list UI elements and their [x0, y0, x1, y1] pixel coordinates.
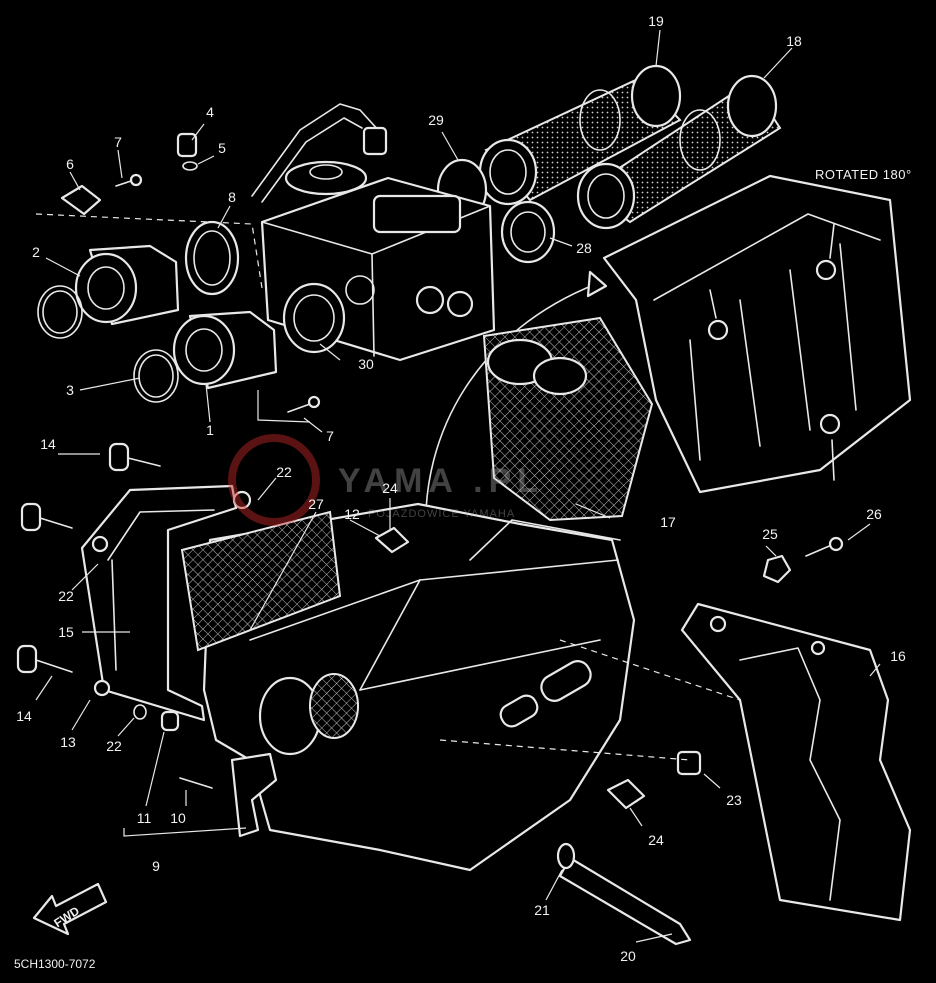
part-label-7b: 7 — [326, 428, 334, 444]
part-label-13: 13 — [60, 734, 76, 750]
carburetor-joint-1 — [172, 310, 278, 390]
collar-25 — [762, 554, 792, 584]
part-label-27: 27 — [308, 496, 324, 512]
part-label-21: 21 — [534, 902, 550, 918]
part-label-28: 28 — [576, 240, 592, 256]
part-label-7: 7 — [114, 134, 122, 150]
part-label-5: 5 — [218, 140, 226, 156]
rotation-arrow — [424, 283, 597, 541]
part-label-3: 3 — [66, 382, 74, 398]
nut-24-upper — [374, 526, 410, 554]
rotated-note: ROTATED 180° — [815, 167, 912, 182]
drain-hose-20 — [558, 856, 692, 946]
catalog-code: 5CH1300-7072 — [14, 957, 96, 971]
part-label-14: 14 — [40, 436, 56, 452]
cap-4 — [176, 132, 198, 158]
part-label-12: 12 — [344, 506, 360, 522]
part-label-11: 11 — [136, 810, 152, 826]
part-label-22b: 22 — [58, 588, 74, 604]
screw-10 — [179, 777, 213, 789]
air-cleaner-case — [180, 502, 636, 872]
intake-duct-18 — [576, 74, 782, 230]
clamp-30 — [282, 282, 346, 354]
part-label-24: 24 — [382, 480, 398, 496]
watermark-text: YAMA .PL — [338, 462, 545, 500]
nut-24-lower — [606, 778, 646, 810]
o-ring-3-upper — [37, 285, 83, 339]
part-label-10: 10 — [170, 810, 186, 826]
part-label-24b: 24 — [648, 832, 664, 848]
part-label-19: 19 — [648, 13, 664, 29]
part-label-6: 6 — [66, 156, 74, 172]
clamp-21 — [556, 842, 576, 870]
watermark-logo — [228, 434, 320, 526]
bolts-14 — [16, 442, 161, 674]
part-label-26: 26 — [866, 506, 882, 522]
part-label-18: 18 — [786, 33, 802, 49]
part-label-4: 4 — [206, 104, 214, 120]
air-duct-16 — [680, 602, 912, 922]
part-label-17: 17 — [660, 514, 676, 530]
rotation-arrowhead — [586, 270, 608, 298]
part-label-8: 8 — [228, 189, 236, 205]
part-label-22c: 22 — [106, 738, 122, 754]
grommet-11 — [160, 710, 180, 732]
part-label-22: 22 — [276, 464, 292, 480]
watermark-subtext: POJAZDOWICE YAMAHA — [368, 508, 516, 520]
part-label-9: 9 — [152, 858, 160, 874]
fwd-arrow — [32, 882, 108, 936]
holder-6 — [60, 184, 102, 216]
part-label-2: 2 — [32, 244, 40, 260]
part-label-30: 30 — [358, 356, 374, 372]
o-ring-3-lower — [133, 349, 179, 403]
air-filter-element-17 — [482, 316, 654, 522]
bracket-9 — [230, 752, 278, 838]
air-cleaner-cover-15 — [80, 484, 252, 722]
carburetor-joint-2 — [74, 244, 180, 326]
clamp-28 — [500, 200, 556, 264]
part-label-16: 16 — [890, 648, 906, 664]
part-label-1: 1 — [206, 422, 214, 438]
part-label-29: 29 — [428, 112, 444, 128]
part-label-15: 15 — [58, 624, 74, 640]
part-label-25: 25 — [762, 526, 778, 542]
airbox-rotated-view — [602, 174, 912, 494]
nut-23 — [676, 750, 702, 776]
part-label-20: 20 — [620, 948, 636, 964]
washer-22 — [133, 704, 147, 720]
screw-7-lower — [287, 403, 311, 413]
part-label-14b: 14 — [16, 708, 32, 724]
intake-duct-19 — [478, 64, 682, 206]
part-label-23: 23 — [726, 792, 742, 808]
washer-5 — [182, 161, 198, 171]
